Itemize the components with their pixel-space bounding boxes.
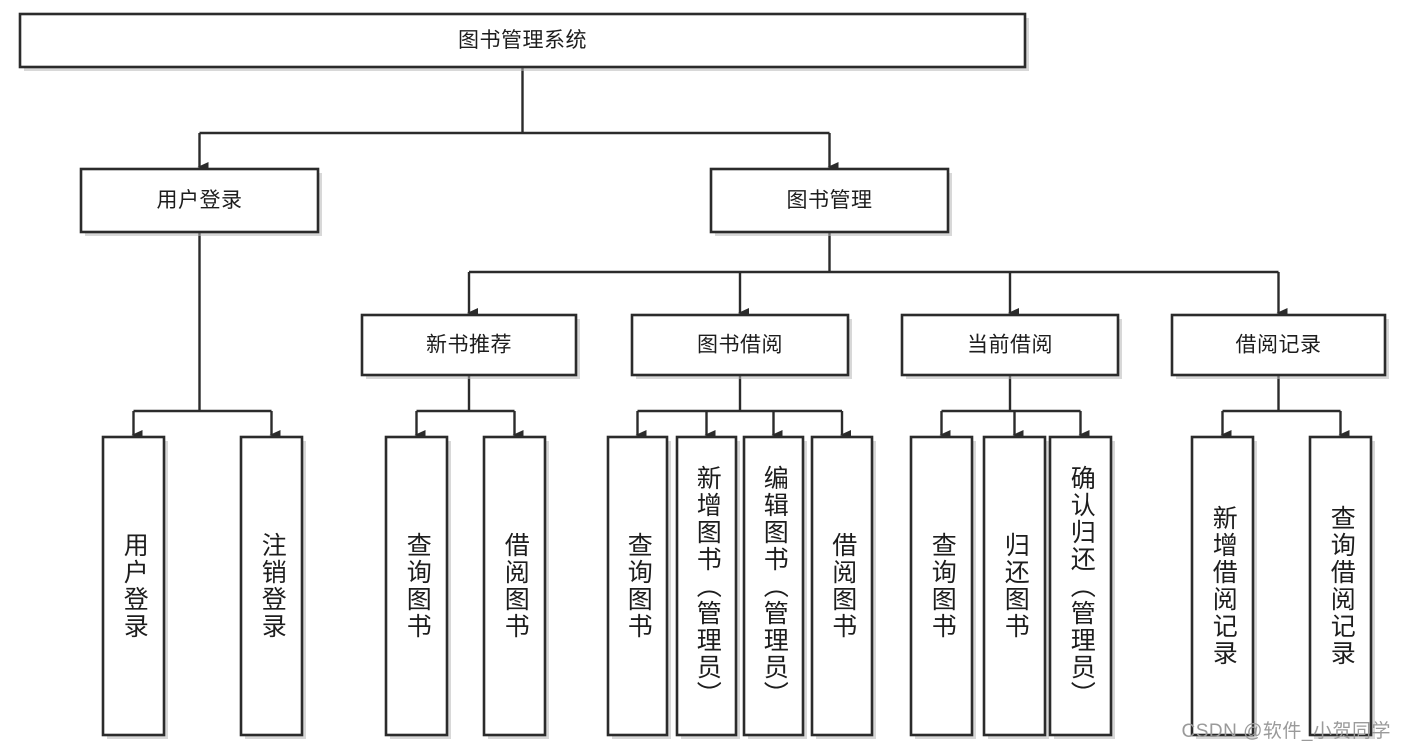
node-leaf-9[interactable] bbox=[982, 435, 1049, 739]
node-label: 新书推荐 bbox=[426, 334, 512, 357]
node-leaf-6[interactable] bbox=[742, 435, 807, 739]
node-label: 图书管理 bbox=[787, 189, 873, 212]
node-leaf-8[interactable] bbox=[909, 435, 976, 739]
node-level3-2[interactable]: 当前借阅 bbox=[900, 313, 1122, 379]
node-level3-1[interactable]: 图书借阅 bbox=[630, 313, 852, 379]
node-label: 借阅记录 bbox=[1236, 334, 1322, 357]
node-level2-0[interactable]: 用户登录 bbox=[79, 167, 322, 236]
node-root-图书管理系统[interactable]: 图书管理系统 bbox=[18, 12, 1029, 71]
node-leaf-2[interactable] bbox=[384, 435, 451, 739]
node-level2-1[interactable]: 图书管理 bbox=[709, 167, 952, 236]
node-level3-3[interactable]: 借阅记录 bbox=[1170, 313, 1389, 379]
node-level3-0[interactable]: 新书推荐 bbox=[360, 313, 580, 379]
node-leaf-4[interactable] bbox=[606, 435, 671, 739]
csdn-watermark: CSDN @软件_小贺同学 bbox=[1181, 721, 1391, 742]
node-leaf-7[interactable] bbox=[810, 435, 876, 739]
node-leaf-10[interactable] bbox=[1048, 435, 1115, 739]
node-label: 当前借阅 bbox=[967, 334, 1053, 357]
node-leaf-0[interactable] bbox=[101, 435, 168, 739]
node-label: 图书管理系统 bbox=[458, 29, 587, 52]
node-leaf-11[interactable] bbox=[1190, 435, 1257, 739]
node-leaf-3[interactable] bbox=[482, 435, 549, 739]
node-label: 图书借阅 bbox=[697, 334, 783, 357]
node-leaf-1[interactable] bbox=[239, 435, 306, 739]
connector-lines bbox=[131, 67, 1350, 440]
node-label: 用户登录 bbox=[157, 189, 243, 212]
node-leaf-5[interactable] bbox=[675, 435, 740, 739]
node-leaf-12[interactable] bbox=[1308, 435, 1375, 739]
